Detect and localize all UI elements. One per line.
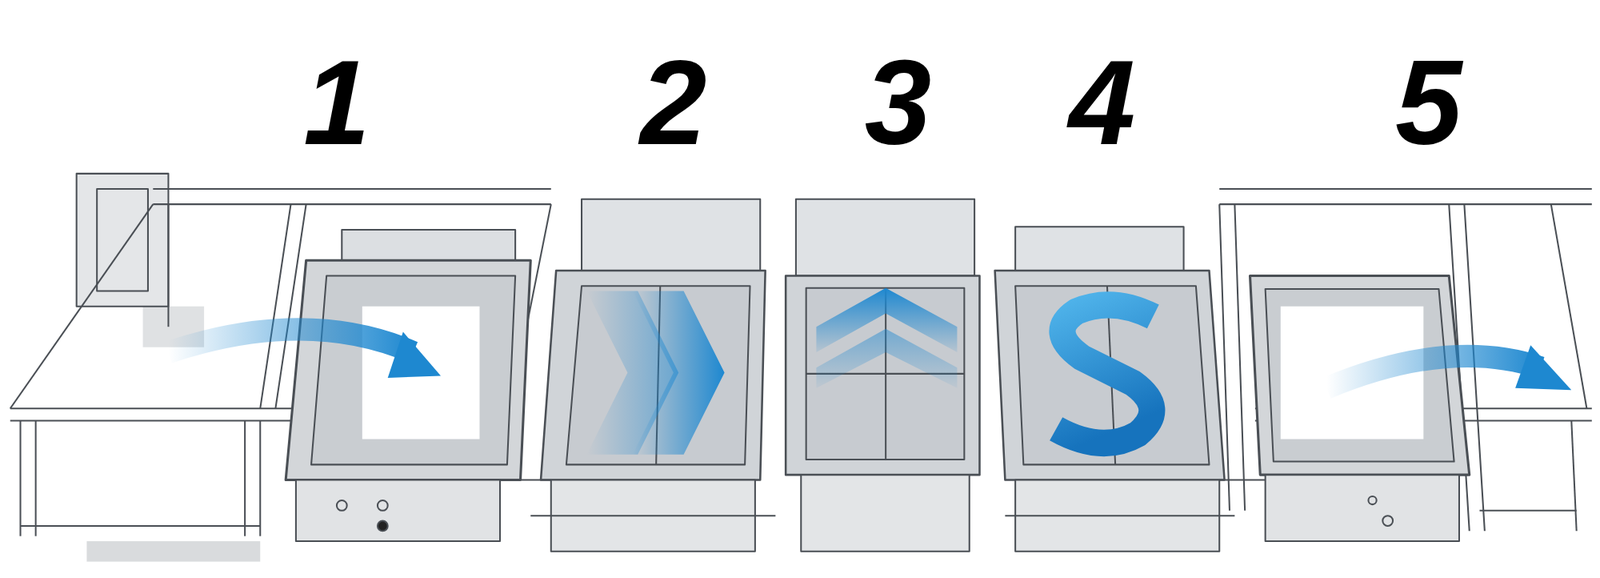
station-number: 3 — [864, 42, 932, 163]
station-number: 2 — [640, 42, 707, 163]
station-number: 1 — [303, 42, 370, 163]
station-number: 5 — [1395, 42, 1462, 163]
station-number: 4 — [1068, 42, 1136, 163]
